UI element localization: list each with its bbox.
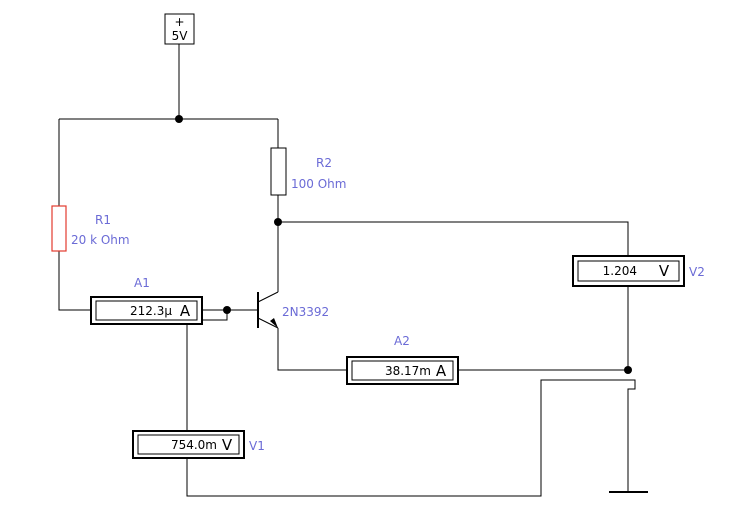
wire-left-lower bbox=[58, 251, 91, 311]
wires bbox=[58, 44, 636, 497]
voltmeter-v1-unit: V bbox=[222, 436, 233, 454]
transistor-q1[interactable] bbox=[257, 291, 279, 329]
ammeter-a2-unit: A bbox=[436, 362, 447, 380]
voltmeter-v1-value: 754.0m bbox=[171, 438, 217, 452]
resistor-r1-value: 20 k Ohm bbox=[71, 233, 130, 247]
wire-emitter-to-a2 bbox=[277, 328, 347, 371]
ammeter-a1[interactable]: 212.3μ A bbox=[90, 296, 203, 325]
voltmeter-v2-unit: V bbox=[659, 262, 670, 280]
voltage-source[interactable]: + 5V bbox=[164, 13, 195, 45]
junction-nodes bbox=[175, 115, 632, 374]
ammeter-a1-name: A1 bbox=[134, 276, 150, 290]
transistor-model: 2N3392 bbox=[282, 305, 329, 319]
transistor-emitter-arrow-icon bbox=[270, 318, 278, 328]
voltmeter-v2-value: 1.204 bbox=[603, 264, 637, 278]
junction-collector bbox=[274, 218, 282, 226]
voltage-source-box bbox=[164, 13, 195, 45]
ammeter-a1-value: 212.3μ bbox=[130, 304, 172, 318]
resistor-r1-name: R1 bbox=[95, 213, 111, 227]
ammeter-a2-value: 38.17m bbox=[385, 364, 431, 378]
junction-base bbox=[223, 306, 231, 314]
ammeter-a2-name: A2 bbox=[394, 334, 410, 348]
transistor-emitter-lead bbox=[257, 317, 279, 329]
junction-top bbox=[175, 115, 183, 123]
ammeter-a2-display bbox=[351, 360, 454, 381]
voltmeter-v2-display bbox=[577, 260, 680, 282]
resistor-r1[interactable] bbox=[51, 205, 67, 252]
voltage-source-value: 5V bbox=[172, 29, 189, 43]
wire-collector-node-to-v2 bbox=[278, 221, 629, 256]
voltmeter-v2[interactable]: 1.204 V bbox=[572, 255, 685, 287]
resistor-r1-body bbox=[51, 205, 67, 252]
ammeter-a2[interactable]: 38.17m A bbox=[346, 356, 459, 385]
resistor-r2[interactable] bbox=[270, 147, 287, 196]
voltmeter-v1[interactable]: 754.0m V bbox=[132, 430, 245, 459]
voltmeter-v1-name: V1 bbox=[249, 439, 265, 453]
wire-base-node-to-v1 bbox=[186, 310, 228, 431]
resistor-r2-value: 100 Ohm bbox=[291, 177, 346, 191]
voltage-source-sign: + bbox=[174, 15, 184, 29]
ammeter-a1-unit: A bbox=[180, 302, 191, 320]
resistor-r2-name: R2 bbox=[316, 156, 332, 170]
transistor-collector-lead bbox=[257, 291, 279, 303]
wire-v1-to-ground bbox=[186, 379, 636, 497]
voltmeter-v2-name: V2 bbox=[689, 265, 705, 279]
resistor-r2-body bbox=[270, 147, 287, 196]
junction-emitter bbox=[624, 366, 632, 374]
ammeter-a1-display bbox=[95, 300, 198, 321]
voltmeter-v1-display bbox=[137, 434, 240, 455]
